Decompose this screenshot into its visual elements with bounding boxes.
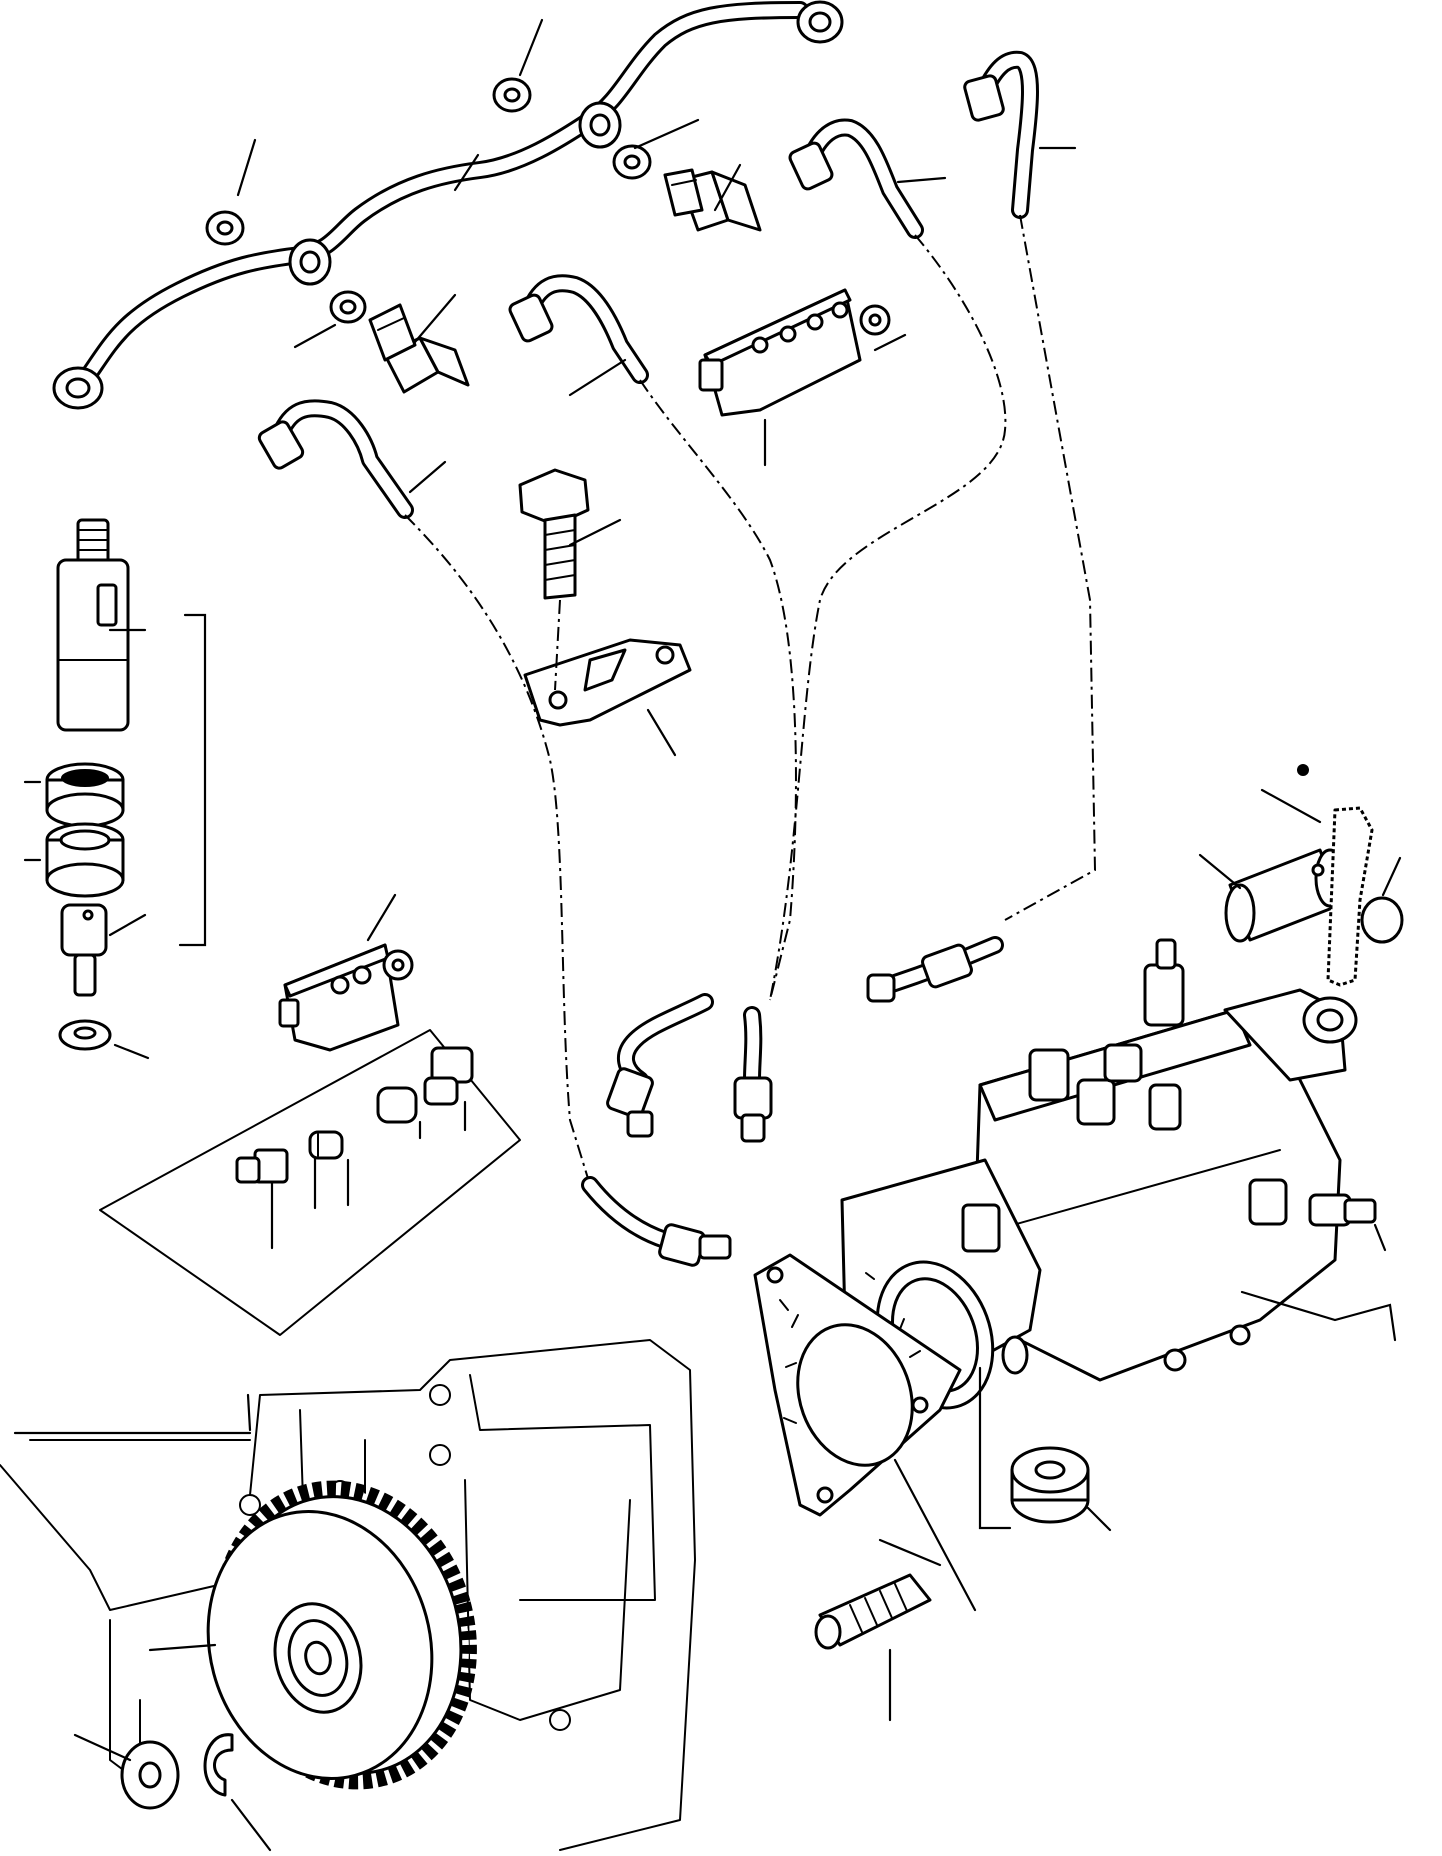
- fuel-injection-pump: [842, 940, 1375, 1424]
- pipe-routing-line: [770, 235, 1005, 1000]
- pipe-clamp: [700, 290, 889, 415]
- pump-mounting-gasket: [755, 1255, 960, 1515]
- fitting-bolt: [237, 1150, 287, 1182]
- banjo-bolt: [370, 305, 468, 392]
- injector-pipe: [788, 127, 915, 230]
- injector-seal-ring: [47, 824, 123, 896]
- pump-drive-gear: [179, 1460, 501, 1809]
- injector-pipe-end: [590, 1185, 730, 1267]
- injector-seal-ring: [47, 764, 123, 826]
- key-cap: [1362, 898, 1402, 942]
- banjo-bolt: [665, 170, 760, 230]
- injector-pipe-assembly-upper: [54, 2, 842, 408]
- sealing-washer: [494, 79, 530, 111]
- injector-pipe: [257, 408, 405, 510]
- injector-assembly-bracket: [180, 615, 205, 945]
- pipe-routing-line: [640, 380, 796, 1000]
- lock-washer: [205, 1735, 232, 1795]
- fuel-injector: [58, 520, 128, 730]
- injector-pipe-end: [735, 1015, 771, 1141]
- pipe-routing-line: [1005, 215, 1095, 920]
- drive-sleeve: [1226, 850, 1344, 941]
- valve-spring: [310, 1132, 342, 1158]
- mounting-stud: [816, 1575, 930, 1648]
- dirt-mark: [1297, 764, 1309, 776]
- injector-pipe: [508, 283, 640, 375]
- mounting-bracket: [525, 640, 690, 725]
- pipe-clamp: [280, 945, 412, 1050]
- nozzle-washer: [60, 1021, 110, 1049]
- injector-pipe: [963, 60, 1030, 210]
- banjo-union: [425, 1048, 472, 1104]
- sealing-washer: [331, 292, 365, 322]
- small-parts-kit: [100, 1030, 520, 1335]
- injector-pipe-end: [606, 1002, 705, 1136]
- valve-cap: [378, 1088, 416, 1122]
- injector-nozzle: [62, 905, 106, 995]
- drive-gasket-strip: [1328, 808, 1372, 985]
- gear-retaining-nut: [122, 1742, 178, 1808]
- sealing-washer: [614, 146, 650, 178]
- leader-lines: [15, 20, 1400, 1850]
- flange-nut: [1012, 1448, 1088, 1522]
- hex-bolt: [520, 470, 588, 690]
- pipe-routing-line: [405, 515, 590, 1185]
- pump-return-pipe: [868, 943, 995, 1001]
- sealing-washer: [207, 212, 243, 244]
